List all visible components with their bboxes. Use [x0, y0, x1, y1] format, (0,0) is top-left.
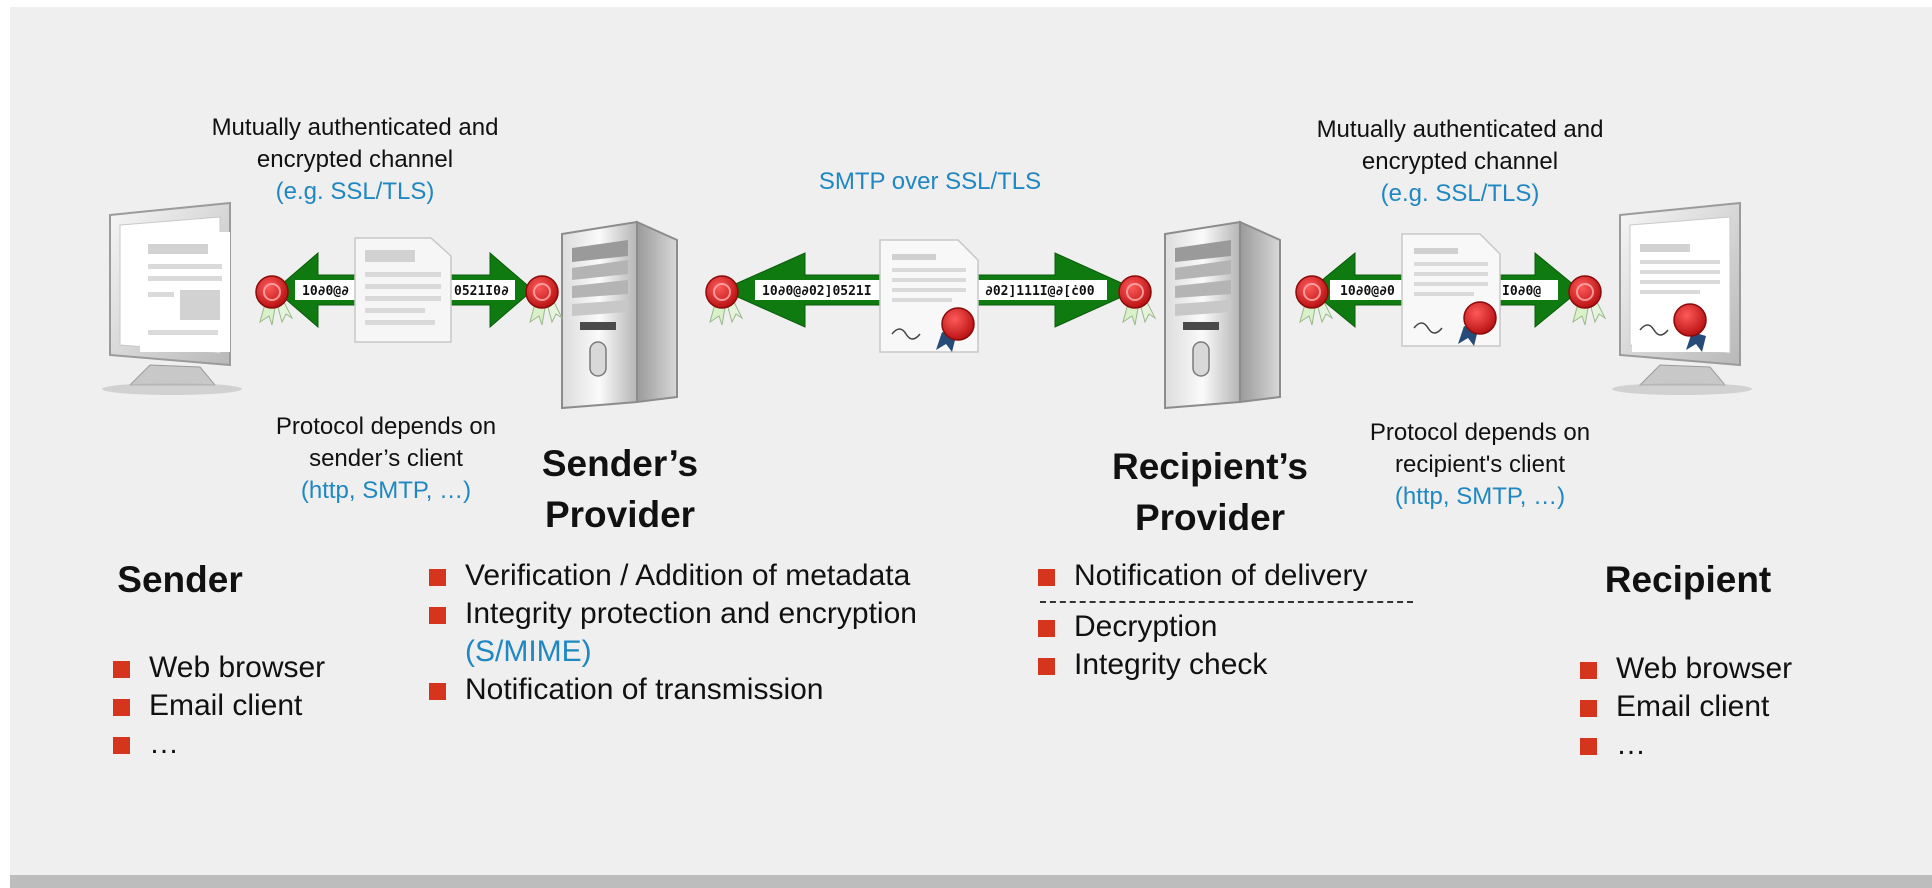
- binary-center-b: ∂02]111I@∂[ċ00: [985, 284, 1095, 299]
- senders-provider-list: Verification / Addition of metadata Inte…: [429, 557, 917, 709]
- recipient-title: Recipient: [1604, 559, 1772, 600]
- bullet-square: [113, 661, 130, 678]
- bullet-square: [1580, 700, 1597, 717]
- list-item: Web browser: [113, 649, 325, 687]
- sender-computer-icon: [101, 202, 243, 396]
- list-item: …: [113, 725, 325, 763]
- list-item: Decryption: [1038, 608, 1267, 646]
- binary-left-b: 0521I0∂: [454, 284, 509, 299]
- bullet-square: [1038, 620, 1055, 637]
- top-center-note: SMTP over SSL/TLS: [818, 168, 1042, 195]
- top-right-note: Mutually authenticated and encrypted cha…: [1316, 116, 1604, 207]
- recipients-provider-list-top: Notification of delivery: [1038, 557, 1367, 595]
- top-left-note: Mutually authenticated and encrypted cha…: [211, 114, 499, 205]
- bullet-square: [429, 607, 446, 624]
- bullet-square: [1038, 658, 1055, 675]
- binary-center-a: 10∂0@∂02]0521I: [762, 284, 872, 299]
- wax-seal-icon: [1118, 275, 1156, 326]
- senders-provider-title: Sender’s Provider: [541, 443, 699, 535]
- signed-certificate-icon: [1401, 233, 1501, 347]
- list-item: Notification of delivery: [1038, 557, 1367, 595]
- recipient-computer-icon: [1611, 202, 1753, 396]
- bullet-square: [113, 737, 130, 754]
- list-item: Notification of transmission: [429, 671, 917, 709]
- wax-seal-icon: [525, 275, 563, 326]
- list-item: Email client: [113, 687, 325, 725]
- bullet-square: [1580, 738, 1597, 755]
- list-item: Web browser: [1580, 650, 1792, 688]
- recipient-list: Web browser Email client …: [1580, 650, 1792, 764]
- binary-right-a: 10∂0@∂0: [1340, 284, 1395, 299]
- diagram-canvas: [10, 7, 1932, 875]
- list-item: Integrity protection and encryption: [429, 595, 917, 633]
- binary-left-a: 10∂0@∂: [302, 284, 349, 299]
- server-tower-icon: [561, 221, 678, 409]
- bullet-square: [429, 569, 446, 586]
- list-item: Email client: [1580, 688, 1792, 726]
- signed-certificate-icon: [879, 239, 979, 353]
- recipients-provider-list-bottom: Decryption Integrity check: [1038, 608, 1267, 684]
- dashed-divider: [1040, 601, 1413, 603]
- sender-title: Sender: [117, 559, 243, 600]
- sender-list: Web browser Email client …: [113, 649, 325, 763]
- bullet-square: [1038, 569, 1055, 586]
- footer-bar: [10, 875, 1932, 888]
- list-item: …: [1580, 726, 1792, 764]
- bullet-square: [429, 683, 446, 700]
- document-icon: [354, 237, 452, 343]
- mid-left-note: Protocol depends on sender’s client (htt…: [275, 413, 497, 504]
- bullet-square: [113, 699, 130, 716]
- list-item-continuation: (S/MIME): [465, 635, 592, 668]
- bullet-square: [1580, 662, 1597, 679]
- binary-right-b: I0∂0@: [1502, 284, 1541, 299]
- list-item: Verification / Addition of metadata: [429, 557, 917, 595]
- mid-right-note: Protocol depends on recipient's client (…: [1369, 419, 1591, 510]
- recipients-provider-title: Recipient’s Provider: [1111, 446, 1309, 538]
- list-item: Integrity check: [1038, 646, 1267, 684]
- server-tower-icon: [1164, 221, 1281, 409]
- wax-seal-icon: [1568, 275, 1606, 326]
